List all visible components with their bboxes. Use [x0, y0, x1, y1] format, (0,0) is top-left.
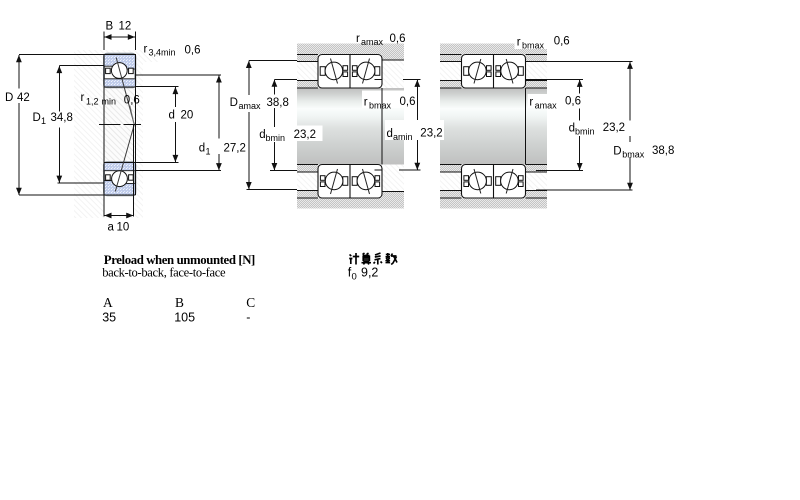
svg-text:d: d: [259, 129, 265, 141]
svg-text:r: r: [81, 92, 85, 104]
svg-text:0: 0: [352, 272, 357, 283]
svg-text:0,6: 0,6: [565, 96, 581, 108]
svg-text:d: d: [199, 143, 205, 155]
svg-text:bmax: bmax: [522, 41, 545, 51]
svg-text:38,8: 38,8: [652, 145, 674, 157]
svg-text:r: r: [364, 96, 368, 108]
svg-text:a: a: [108, 222, 115, 234]
svg-text:r: r: [144, 44, 148, 56]
svg-text:B: B: [106, 21, 114, 33]
svg-text:bmin: bmin: [266, 133, 286, 143]
svg-text:r: r: [529, 97, 533, 109]
svg-text:A: A: [103, 295, 113, 310]
svg-text:42: 42: [17, 92, 30, 104]
svg-text:d: d: [387, 128, 393, 140]
svg-text:0,6: 0,6: [124, 95, 140, 107]
svg-text:amin: amin: [393, 132, 413, 142]
svg-text:34,8: 34,8: [51, 112, 73, 124]
svg-text:23,2: 23,2: [420, 127, 442, 139]
svg-text:23,2: 23,2: [603, 122, 625, 134]
svg-text:D: D: [33, 112, 41, 124]
svg-text:amax: amax: [361, 37, 384, 47]
svg-text:0,6: 0,6: [185, 45, 201, 57]
svg-text:9,2: 9,2: [361, 266, 378, 280]
svg-text:D: D: [613, 146, 621, 158]
svg-text:d: d: [169, 110, 175, 122]
svg-text:12: 12: [119, 21, 132, 33]
svg-text:back-to-back, face-to-face: back-to-back, face-to-face: [102, 266, 226, 280]
svg-text:amax: amax: [239, 101, 262, 111]
svg-text:0,6: 0,6: [554, 36, 570, 48]
svg-text:10: 10: [117, 222, 130, 234]
svg-text:0,6: 0,6: [400, 96, 416, 108]
svg-text:f: f: [348, 266, 352, 280]
svg-text:23,2: 23,2: [294, 129, 316, 141]
svg-text:bmax: bmax: [369, 100, 392, 110]
svg-text:bmin: bmin: [575, 127, 595, 137]
svg-text:B: B: [175, 295, 184, 310]
svg-text:20: 20: [181, 110, 194, 122]
svg-text:0,6: 0,6: [390, 33, 406, 45]
svg-text:1: 1: [41, 116, 46, 126]
svg-text:C: C: [246, 295, 255, 310]
svg-text:35: 35: [102, 311, 116, 325]
svg-text:r: r: [356, 33, 360, 45]
svg-text:d: d: [569, 123, 575, 135]
svg-text:D: D: [230, 97, 238, 109]
svg-text:38,8: 38,8: [267, 97, 289, 109]
svg-text:D: D: [5, 92, 13, 104]
svg-text:amax: amax: [535, 101, 558, 111]
svg-text:bmax: bmax: [622, 150, 645, 160]
svg-text:1,2: 1,2: [86, 96, 99, 106]
svg-text:105: 105: [174, 311, 195, 325]
svg-text:3,4min: 3,4min: [149, 48, 176, 58]
svg-text:27,2: 27,2: [224, 143, 246, 155]
svg-text:-: -: [246, 311, 250, 325]
svg-text:1: 1: [206, 147, 211, 157]
svg-text:min: min: [102, 96, 117, 106]
svg-text:r: r: [517, 37, 521, 49]
svg-text:Preload when unmounted [N]: Preload when unmounted [N]: [104, 253, 255, 267]
